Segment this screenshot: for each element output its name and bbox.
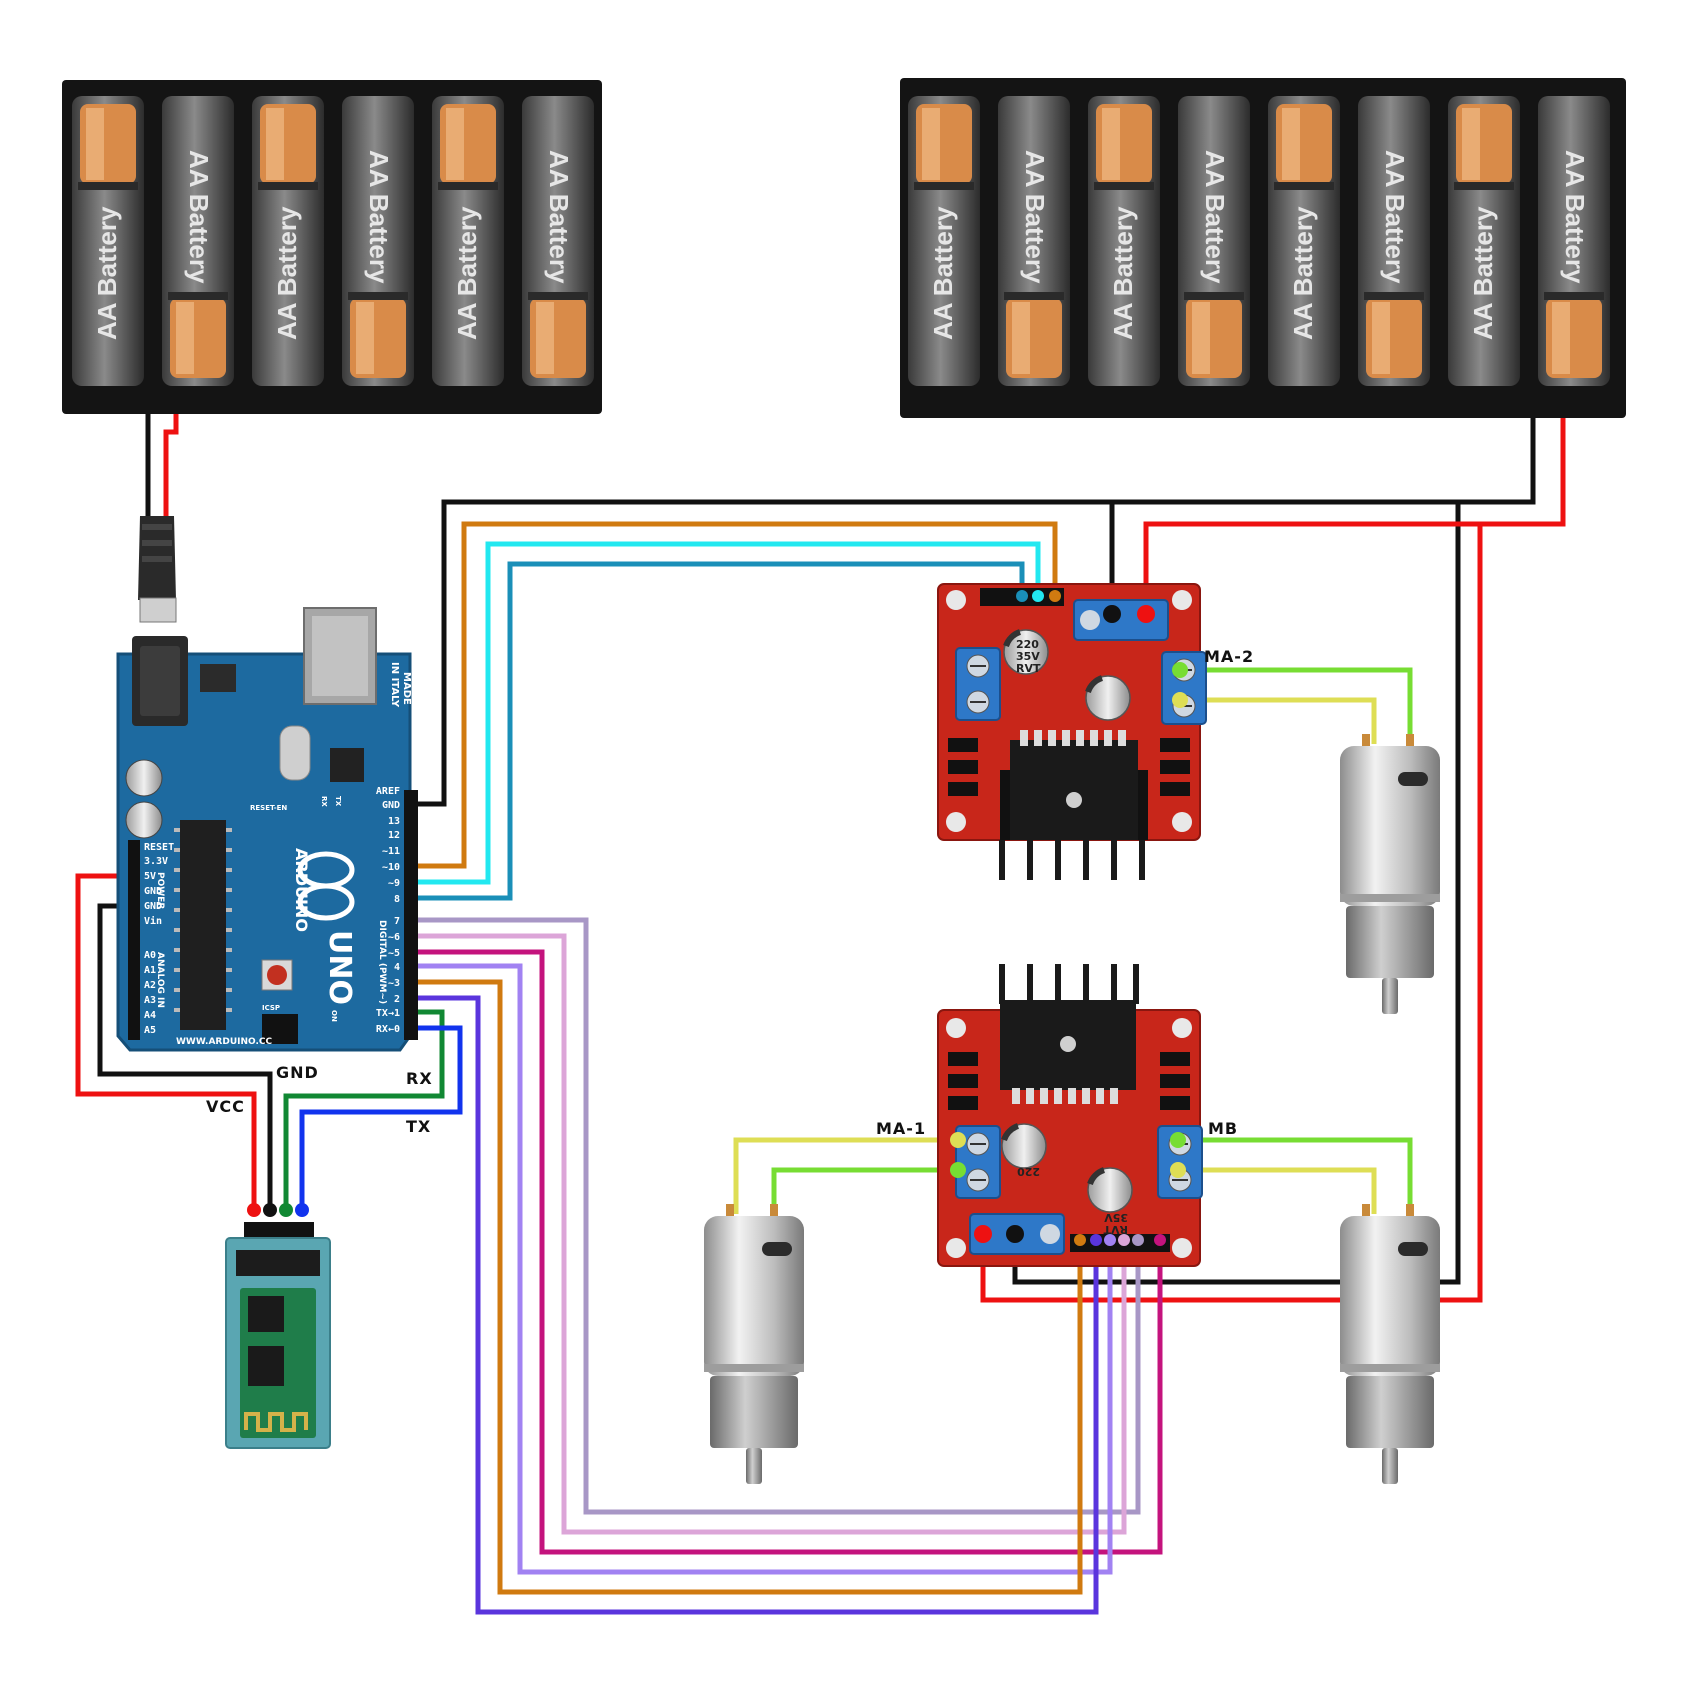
capacitor-label: RVT <box>1103 1223 1128 1236</box>
battery-cell-label: AA Battery <box>364 150 394 284</box>
arduino-url-text: WWW.ARDUINO.CC <box>176 1037 272 1047</box>
wires <box>75 414 1566 1615</box>
motor-driver-1: 220 35V RVT <box>937 583 1207 880</box>
battery-cell-label: AA Battery <box>1560 150 1590 284</box>
pin-label: RX←0 <box>376 1024 400 1035</box>
capacitor-label: 35V <box>1016 650 1040 663</box>
pin-label: 8 <box>394 894 400 905</box>
pin-label: A0 <box>144 950 156 961</box>
pin-label: ~11 <box>382 846 400 857</box>
arduino-model-text: UNO <box>322 930 357 1005</box>
motor-driver-2: 220 35V RVT <box>937 964 1203 1267</box>
pin-label: GND <box>382 800 400 811</box>
pin-label: ~9 <box>388 878 400 889</box>
pin-label: 2 <box>394 994 400 1005</box>
pin-label: ~5 <box>388 948 400 959</box>
label-gnd: GND <box>276 1063 319 1082</box>
battery-cell-label: AA Battery <box>928 206 958 340</box>
analog-label: ANALOG IN <box>155 952 165 1008</box>
pin-label: A5 <box>144 1025 156 1036</box>
battery-cell-label: AA Battery <box>1380 150 1410 284</box>
arduino-uno-board: ARDUINO UNO WWW.ARDUINO.CC MADE IN ITALY… <box>116 607 418 1052</box>
battery-cell-label: AA Battery <box>272 206 302 340</box>
atmega-chip <box>180 820 226 1030</box>
capacitor-label: 220 <box>1016 638 1039 651</box>
pin-label: Vin <box>144 915 162 927</box>
pin-label: A2 <box>144 980 156 991</box>
battery-cell-label: AA Battery <box>1288 206 1318 340</box>
reset-en-label: RESET-EN <box>250 804 287 812</box>
bluetooth-module <box>225 1222 331 1449</box>
pin-label: RESET <box>144 842 174 853</box>
motor-b <box>1340 1204 1440 1484</box>
tx-led-label: TX <box>334 796 342 807</box>
capacitor-label: 220 <box>1017 1165 1040 1178</box>
digital-label: DIGITAL (PWM~) <box>377 920 387 1004</box>
bluetooth-wire-dots <box>247 1203 309 1217</box>
battery-cell-label: AA Battery <box>1200 150 1230 284</box>
battery-cell-label: AA Battery <box>1468 206 1498 340</box>
label-rx: RX <box>406 1069 433 1088</box>
battery-cell-label: AA Battery <box>92 206 122 340</box>
pin-label: ~3 <box>388 978 400 989</box>
power-label: POWER <box>155 872 165 909</box>
power-pin-labels: RESET 3.3V 5V GND GND Vin A0 A1 A2 A3 A4… <box>144 842 174 1036</box>
battery-cell-label: AA Battery <box>184 150 214 284</box>
motor-battery-pack: AA Battery AA Battery AA Battery AA Batt… <box>900 78 1626 418</box>
arduino-battery-pack: AA Battery AA Battery AA Battery AA Batt… <box>62 80 602 414</box>
pin-label: A1 <box>144 965 156 976</box>
label-mb: MB <box>1208 1119 1238 1138</box>
label-ma1: MA-1 <box>876 1119 926 1138</box>
arduino-logo-text: ARDUINO <box>292 848 311 932</box>
capacitor-label: RVT <box>1016 662 1041 675</box>
pin-label: ~10 <box>382 862 400 873</box>
driver-wire-dots <box>950 590 1188 1246</box>
pin-label: 5V <box>144 871 156 882</box>
rx-led-label: RX <box>320 796 328 807</box>
label-vcc: VCC <box>206 1097 245 1116</box>
pin-label: A3 <box>144 995 156 1006</box>
pin-label: TX→1 <box>376 1008 400 1019</box>
pin-label: 7 <box>394 916 400 927</box>
battery-cell-label: AA Battery <box>1020 150 1050 284</box>
pin-label: 13 <box>388 816 400 827</box>
label-tx: TX <box>406 1117 431 1136</box>
made-in-text: IN ITALY <box>389 662 400 708</box>
made-in-text: MADE <box>401 672 412 705</box>
pin-label: 3.3V <box>144 856 168 867</box>
pin-label: GND <box>144 901 162 912</box>
icsp-label: ICSP <box>262 1004 280 1012</box>
barrel-jack-plug <box>138 516 177 623</box>
pin-label: AREF <box>376 786 400 797</box>
digital-pin-labels: AREF GND 13 12 ~11 ~10 ~9 8 7 ~6 ~5 4 ~3… <box>376 786 400 1035</box>
arduino-logo-icon <box>297 851 355 921</box>
capacitor-label: 35V <box>1104 1211 1128 1224</box>
pin-label: 4 <box>394 962 400 973</box>
on-label: ON <box>330 1010 338 1022</box>
label-ma2: MA-2 <box>1204 647 1254 666</box>
pin-label: ~6 <box>388 932 400 943</box>
antenna-icon <box>244 1412 308 1432</box>
power-header <box>128 840 140 1040</box>
pin-label: 12 <box>388 830 400 841</box>
pin-label: GND <box>144 886 162 897</box>
battery-cell-label: AA Battery <box>544 150 574 284</box>
motor-a2 <box>1340 734 1440 1014</box>
battery-cell-label: AA Battery <box>452 206 482 340</box>
pin-label: A4 <box>144 1010 156 1021</box>
digital-header <box>404 790 418 1040</box>
battery-cell-label: AA Battery <box>1108 206 1138 340</box>
motor-a1 <box>704 1204 804 1484</box>
